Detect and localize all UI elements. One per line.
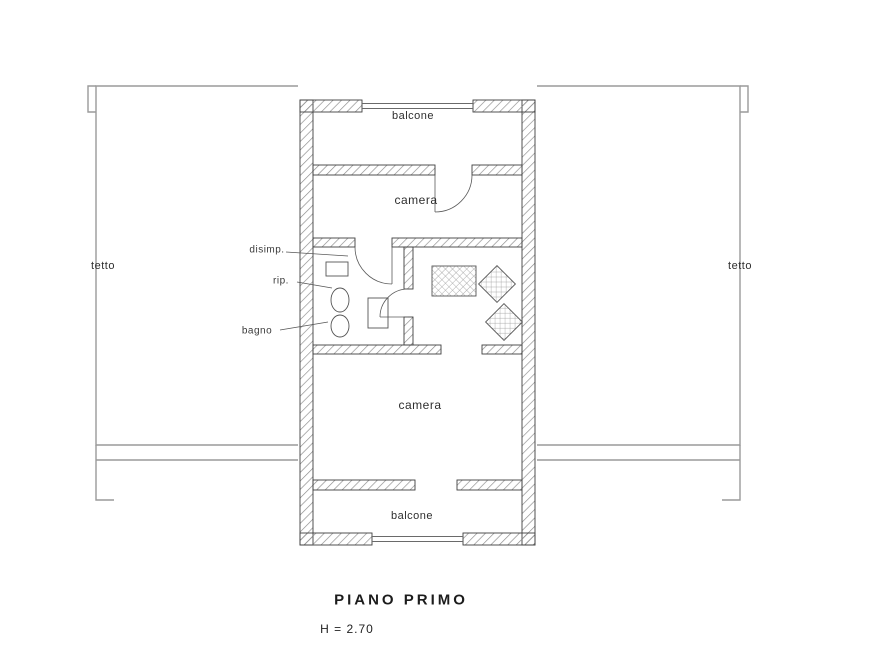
bathroom-label: bagno [241,325,273,337]
balcony-railings [362,103,473,542]
right-wing-outline [535,85,749,501]
interior-walls [312,164,523,491]
bedroom-top-label: camera [394,193,438,207]
closet-label: rip. [273,275,289,287]
plan-title: PIANO PRIMO [334,591,468,609]
bathroom-fixtures [325,261,524,342]
exterior-walls [299,99,536,546]
left-roof-label: tetto [91,260,115,272]
left-wing-outline [87,85,300,501]
balcony-top-label: balcone [391,110,435,122]
right-roof-label: tetto [728,260,752,272]
balcony-bottom-label: balcone [390,510,434,522]
label-leaders [279,251,349,331]
plan-height-note: H = 2.70 [320,622,374,636]
bedroom-bottom-label: camera [398,398,442,412]
hallway-label: disimp. [249,244,285,256]
door-swings [354,174,473,318]
